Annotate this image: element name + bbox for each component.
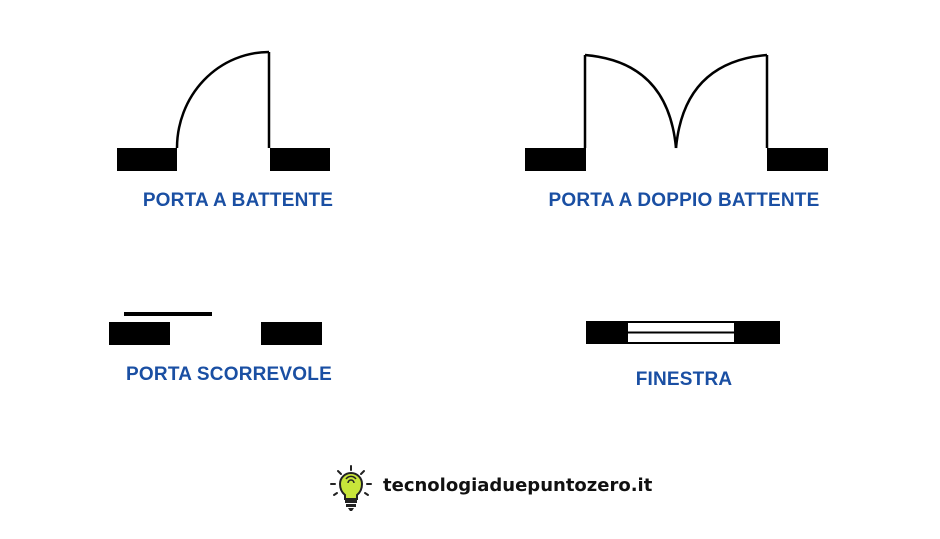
wall-left xyxy=(586,321,628,344)
double-swing-door-symbol xyxy=(525,53,828,171)
door-swing-arc-left xyxy=(584,53,678,149)
wall-right xyxy=(261,322,322,345)
wall-right xyxy=(270,148,330,171)
wall-right xyxy=(734,321,780,344)
label-window: FINESTRA xyxy=(635,369,733,390)
lightbulb-icon xyxy=(330,465,372,511)
sliding-door-symbol xyxy=(109,312,322,345)
wall-left xyxy=(117,148,177,171)
wall-left xyxy=(109,322,170,345)
label-sliding-door: PORTA SCORREVOLE xyxy=(126,364,332,385)
label-swing-door: PORTA A BATTENTE xyxy=(142,190,334,211)
wall-left xyxy=(525,148,586,171)
window-symbol xyxy=(586,321,780,344)
swing-door-symbol xyxy=(117,50,330,171)
label-double-swing-door: PORTA A DOPPIO BATTENTE xyxy=(548,190,820,211)
brand-text: tecnologiaduepuntozero.it xyxy=(383,475,653,496)
door-swing-arc xyxy=(175,50,270,149)
door-swing-arc-right xyxy=(674,53,768,149)
wall-right xyxy=(767,148,828,171)
